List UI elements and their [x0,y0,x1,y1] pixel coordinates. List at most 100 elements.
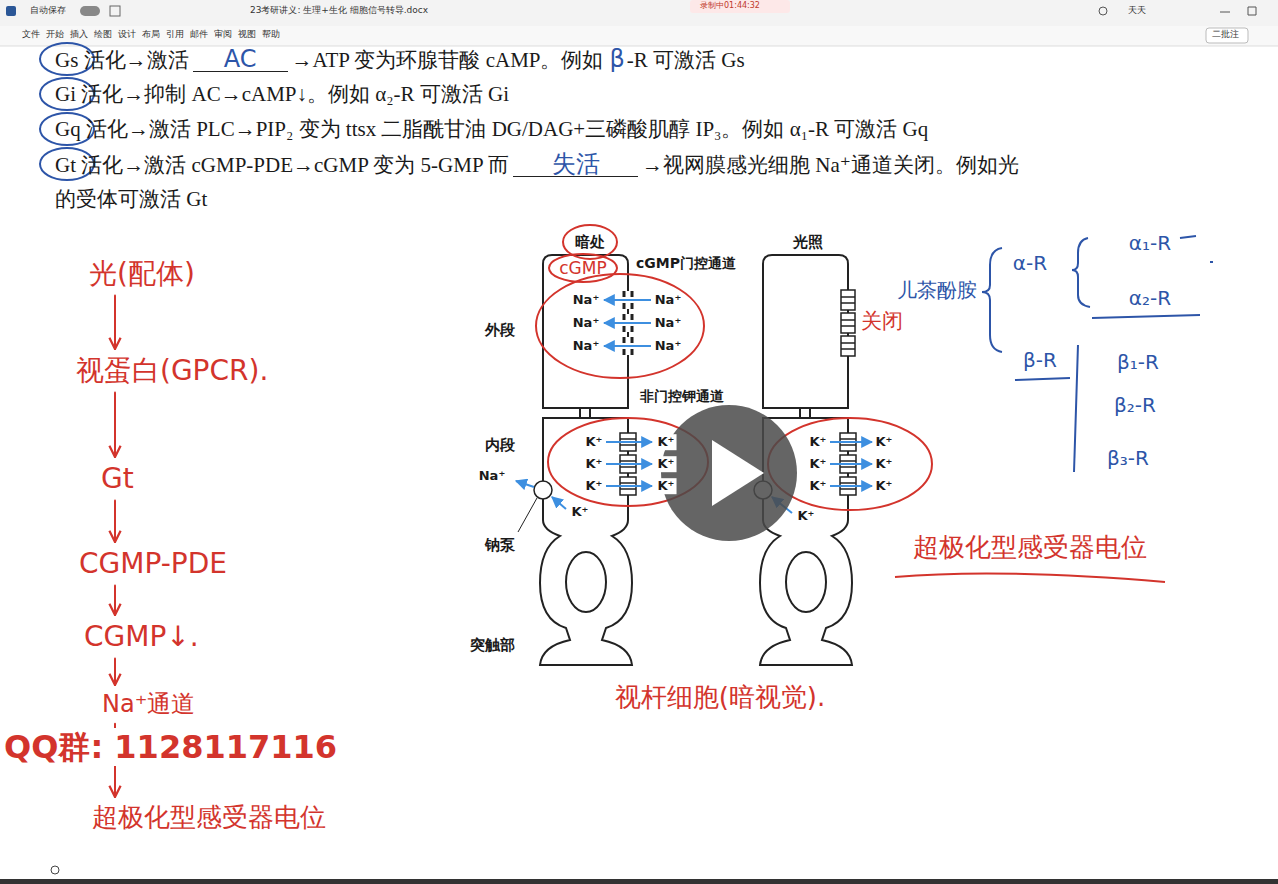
brace [1072,238,1090,307]
flow-arrow [114,586,116,615]
document-line: Gs 活化→激活AC→ATP 变为环腺苷酸 cAMP。例如β-R 可激活 Gs [55,47,745,72]
menu-item: 设计 [118,29,136,40]
annotation-marks [536,225,1165,582]
menu-item: 绘图 [94,29,112,40]
flow-arrow [114,393,116,457]
document-line: Gi 活化→抑制 AC→cAMP↓。例如 α₂-R 可激活 Gi [55,82,509,106]
comment-button [1206,28,1248,43]
ion-arrows [516,442,872,513]
ion-label: K⁺ [810,434,827,450]
menu-bar [0,26,1278,46]
ion-label: K⁺ [876,434,893,450]
annotation-circle [563,225,617,259]
ion-label: Na⁺ [573,292,600,308]
ion-label: Na⁺ [479,468,506,484]
ion-label: K⁺ [586,456,603,472]
underline [1015,378,1070,380]
recording-pill [690,0,790,13]
recording-timer: 录制中01:44:32 [700,1,760,11]
window-controls [1220,7,1256,15]
handwritten-note: β₃-R [1107,446,1149,470]
page-mark [51,866,59,874]
document-text: →ATP 变为环腺苷酸 cAMP。例如 [292,48,604,72]
flow-step: CGMP↓. [80,618,203,656]
handwritten-step: 视蛋白(GPCR). [76,354,268,388]
flow-arrow [114,501,116,542]
menu-item: 帮助 [262,29,280,40]
play-button [661,405,797,541]
ion-label: K⁺ [798,508,815,524]
handwritten-step: Na⁺通道 [102,690,195,719]
flow-step: 视蛋白(GPCR). [72,352,272,390]
document-text: 的受体可激活 Gt [55,187,207,211]
toggle-icon [80,6,100,16]
title-bar [0,0,1278,26]
menu-item: 审阅 [214,29,232,40]
figure-label: 内段 [485,436,515,454]
document-text: Gt 活化→激活 cGMP-PDE→cGMP 变为 5-GMP 而 [55,153,509,177]
flow-step: 光(配体) [85,255,199,293]
figure-label: 外段 [485,321,515,339]
figure-label: 钠泵 [485,536,515,554]
ion-label: K⁺ [656,478,677,494]
menu-item: 文件 [22,29,40,40]
document-line: 的受体可激活 Gt [55,187,207,211]
ion-label: K⁺ [876,456,893,472]
handwritten-answer: 失活 [513,152,638,177]
ion-label: K⁺ [572,504,589,520]
document-text: Gi 活化→抑制 AC→cAMP↓。例如 α₂-R 可激活 Gi [55,82,509,106]
handwritten-step: 光(配体) [89,257,195,291]
ion-arrows [604,300,651,346]
handwritten-answer: AC [193,47,288,72]
figure-label: 暗处 [575,233,605,251]
menu-item: 布局 [142,29,160,40]
ion-label: K⁺ [810,456,827,472]
handwritten-answer: β [610,47,625,71]
figure-label: 突触部 [470,636,515,654]
handwritten-note: 视杆细胞(暗视觉). [615,682,826,713]
handwritten-step: CGMP-PDE [79,547,227,581]
annotation-tick [1180,236,1213,262]
leader-line [518,498,537,532]
ion-label: Na⁺ [573,338,600,354]
menu-item: 开始 [46,29,64,40]
ion-label: K⁺ [586,478,603,494]
ion-label: Na⁺ [655,315,682,331]
rod-cell [534,255,632,665]
menu-item: 视图 [238,29,256,40]
handwritten-note: β₂-R [1114,393,1156,417]
channel-symbol [621,291,635,355]
brace [982,248,1002,352]
watermark: QQ群: 1128117116 [2,728,339,766]
menu-item: 邮件 [190,29,208,40]
search-icon [1099,7,1107,15]
annotation-underline [895,573,1165,582]
menu-item: 引用 [166,29,184,40]
flow-step: 超极化型感受器电位 [88,800,330,835]
ion-label: K⁺ [876,478,893,494]
closed-channel-symbol [841,290,855,356]
handwritten-note: β-R [1023,348,1057,372]
save-icon [110,6,120,16]
ion-label: Na⁺ [655,292,682,308]
document-text: →视网膜感光细胞 Na⁺通道关闭。例如光 [642,153,1019,177]
ion-label: Na⁺ [655,338,682,354]
document-text: Gs 活化→激活 [55,48,189,72]
file-title: 23考研讲义: 生理+生化 细胞信号转导.docx [250,5,428,16]
handwritten-step: 超极化型感受器电位 [92,802,326,833]
menu-item: 插入 [70,29,88,40]
handwritten-note: cGMP [559,258,606,278]
annotation-circle [549,254,617,282]
rod-cell [754,255,852,665]
underline [1092,315,1200,318]
document-text: -R 可激活 Gs [627,48,745,72]
annotation-circle [536,274,704,378]
toolbar-text: 自动保存 [30,5,66,16]
flow-arrow [114,659,116,685]
annotation-circle [548,418,708,506]
handwritten-note: α₂-R [1129,286,1171,310]
ion-label: K⁺ [586,434,603,450]
user-name: 天天 [1128,5,1146,16]
flow-step: Na⁺通道 [98,688,199,721]
